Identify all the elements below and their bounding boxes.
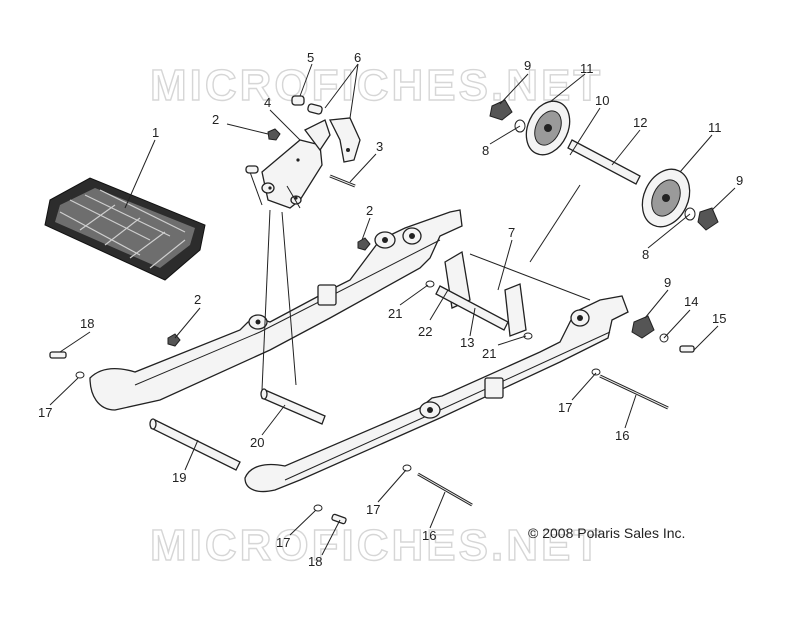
callout-18-bottom: 18 bbox=[308, 554, 322, 569]
callout-13: 13 bbox=[460, 335, 474, 350]
callout-8-right: 8 bbox=[642, 247, 649, 262]
left-slide-rail bbox=[89, 209, 463, 411]
callout-11-top: 11 bbox=[580, 61, 594, 76]
part-20-shaft bbox=[260, 388, 326, 425]
callout-17-left: 17 bbox=[38, 405, 52, 420]
callout-21-left: 21 bbox=[388, 306, 402, 321]
watermark-bottom: MICROFICHES.NET bbox=[150, 521, 603, 570]
callout-10: 10 bbox=[595, 93, 609, 108]
callout-19: 19 bbox=[172, 470, 186, 485]
part-19-shaft bbox=[149, 418, 241, 471]
callout-4: 4 bbox=[264, 95, 271, 110]
watermark-top: MICROFICHES.NET bbox=[150, 61, 603, 110]
callout-8-top: 8 bbox=[482, 143, 489, 158]
part-1-rail-pad bbox=[44, 177, 206, 281]
callout-6: 6 bbox=[354, 50, 361, 65]
callout-18-left: 18 bbox=[80, 316, 94, 331]
part-11-wheel-right bbox=[641, 168, 691, 228]
callout-11-right: 11 bbox=[708, 120, 722, 135]
part-12-wheel-shaft bbox=[567, 139, 641, 185]
part-4-bracket bbox=[245, 119, 331, 209]
callout-5: 5 bbox=[307, 50, 314, 65]
callout-17-center: 17 bbox=[366, 502, 380, 517]
part-2-nut-top bbox=[267, 128, 281, 141]
callout-9-top: 9 bbox=[524, 58, 531, 73]
part-16-bolt-upper bbox=[599, 374, 669, 410]
part-5-bushing bbox=[291, 95, 305, 106]
copyright-notice: © 2008 Polaris Sales Inc. bbox=[528, 525, 685, 541]
callout-17-bottom: 17 bbox=[276, 535, 290, 550]
callout-9-right: 9 bbox=[736, 173, 743, 188]
leader-lines bbox=[49, 63, 736, 556]
callout-21-right: 21 bbox=[482, 346, 496, 361]
callout-9-lower: 9 bbox=[664, 275, 671, 290]
callout-7: 7 bbox=[508, 225, 515, 240]
callout-2-rail: 2 bbox=[366, 203, 373, 218]
callout-16-lower: 16 bbox=[422, 528, 436, 543]
callout-17-right: 17 bbox=[558, 400, 572, 415]
callouts: 1 2 2 2 3 4 5 6 7 8 8 9 9 9 10 11 11 12 … bbox=[38, 50, 743, 569]
callout-12: 12 bbox=[633, 115, 647, 130]
right-slide-rail bbox=[244, 295, 629, 493]
callout-16-upper: 16 bbox=[615, 428, 629, 443]
part-3-bolt bbox=[329, 174, 356, 188]
part-13-shaft bbox=[435, 285, 509, 331]
callout-20: 20 bbox=[250, 435, 264, 450]
callout-15: 15 bbox=[712, 311, 726, 326]
callout-2-left: 2 bbox=[194, 292, 201, 307]
callout-22: 22 bbox=[418, 324, 432, 339]
part-7-plate bbox=[504, 283, 527, 337]
callout-1: 1 bbox=[152, 125, 159, 140]
callout-3: 3 bbox=[376, 139, 383, 154]
part-6-arm bbox=[307, 103, 361, 163]
callout-14: 14 bbox=[684, 294, 698, 309]
part-8-washers bbox=[514, 119, 696, 221]
callout-2-top: 2 bbox=[212, 112, 219, 127]
part-9-spacers bbox=[489, 99, 719, 339]
part-16-bolt-lower bbox=[417, 472, 473, 507]
part-11-wheel-left bbox=[525, 100, 571, 156]
